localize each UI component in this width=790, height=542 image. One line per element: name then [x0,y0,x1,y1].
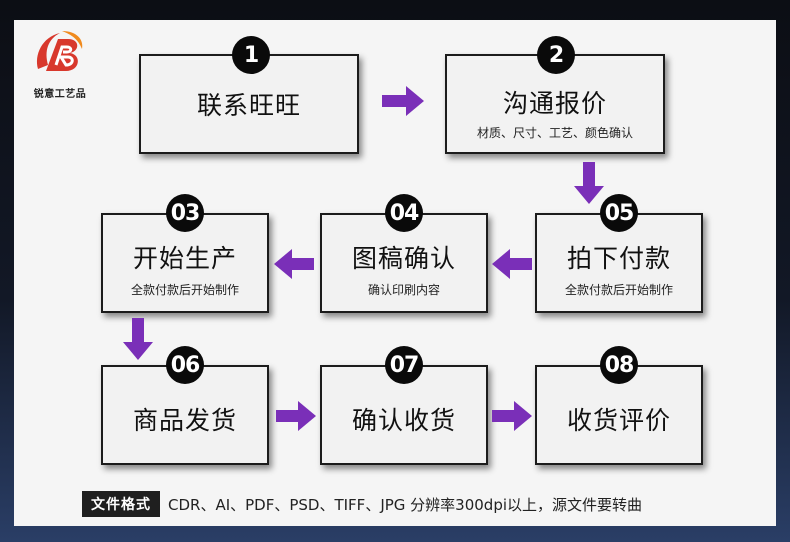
brand-logo: 锐意工艺品 [24,25,96,113]
step-4-title: 图稿确认 [351,244,456,273]
step-6-title: 商品发货 [132,406,237,435]
arrow-down-icon [123,318,153,360]
step-7-title: 确认收货 [351,406,456,435]
step-5-title: 拍下付款 [566,244,671,273]
step-8-title: 收货评价 [566,406,671,435]
arrow-left-icon [492,249,532,279]
arrow-left-icon [274,249,314,279]
brand-logo-icon [36,31,83,71]
file-format-footer: 文件格式 CDR、AI、PDF、PSD、TIFF、JPG 分辨率300dpi以上… [82,491,642,517]
step-3-number-badge: 03 [166,194,204,232]
step-2-number-badge: 2 [537,36,575,74]
brand-name: 锐意工艺品 [33,89,87,100]
step-3-title: 开始生产 [132,244,237,273]
file-format-label: 文件格式 [82,491,160,517]
arrow-right-icon [382,86,424,116]
step-1-number-badge: 1 [232,36,270,74]
step-2-subtitle: 材质、尺寸、工艺、颜色确认 [476,126,633,140]
arrow-right-icon [276,401,316,431]
step-8-number-badge: 08 [600,346,638,384]
step-5-number-badge: 05 [600,194,638,232]
step-2-title: 沟通报价 [502,89,607,118]
arrow-down-icon [574,162,604,204]
file-format-text: CDR、AI、PDF、PSD、TIFF、JPG 分辨率300dpi以上，源文件要… [168,495,643,514]
step-5-box: 拍下付款 全款付款后开始制作 [535,213,703,313]
step-6-number-badge: 06 [166,346,204,384]
step-5-subtitle: 全款付款后开始制作 [564,283,673,297]
step-4-number-badge: 04 [385,194,423,232]
step-4-subtitle: 确认印刷内容 [367,283,440,297]
arrow-right-icon [492,401,532,431]
step-1-title: 联系旺旺 [196,91,301,120]
process-panel: 锐意工艺品 联系旺旺 1 沟通报价 材质、尺寸、工艺、颜色确认 2 开始生产 全… [14,20,776,526]
step-7-number-badge: 07 [385,346,423,384]
step-3-subtitle: 全款付款后开始制作 [130,283,239,297]
